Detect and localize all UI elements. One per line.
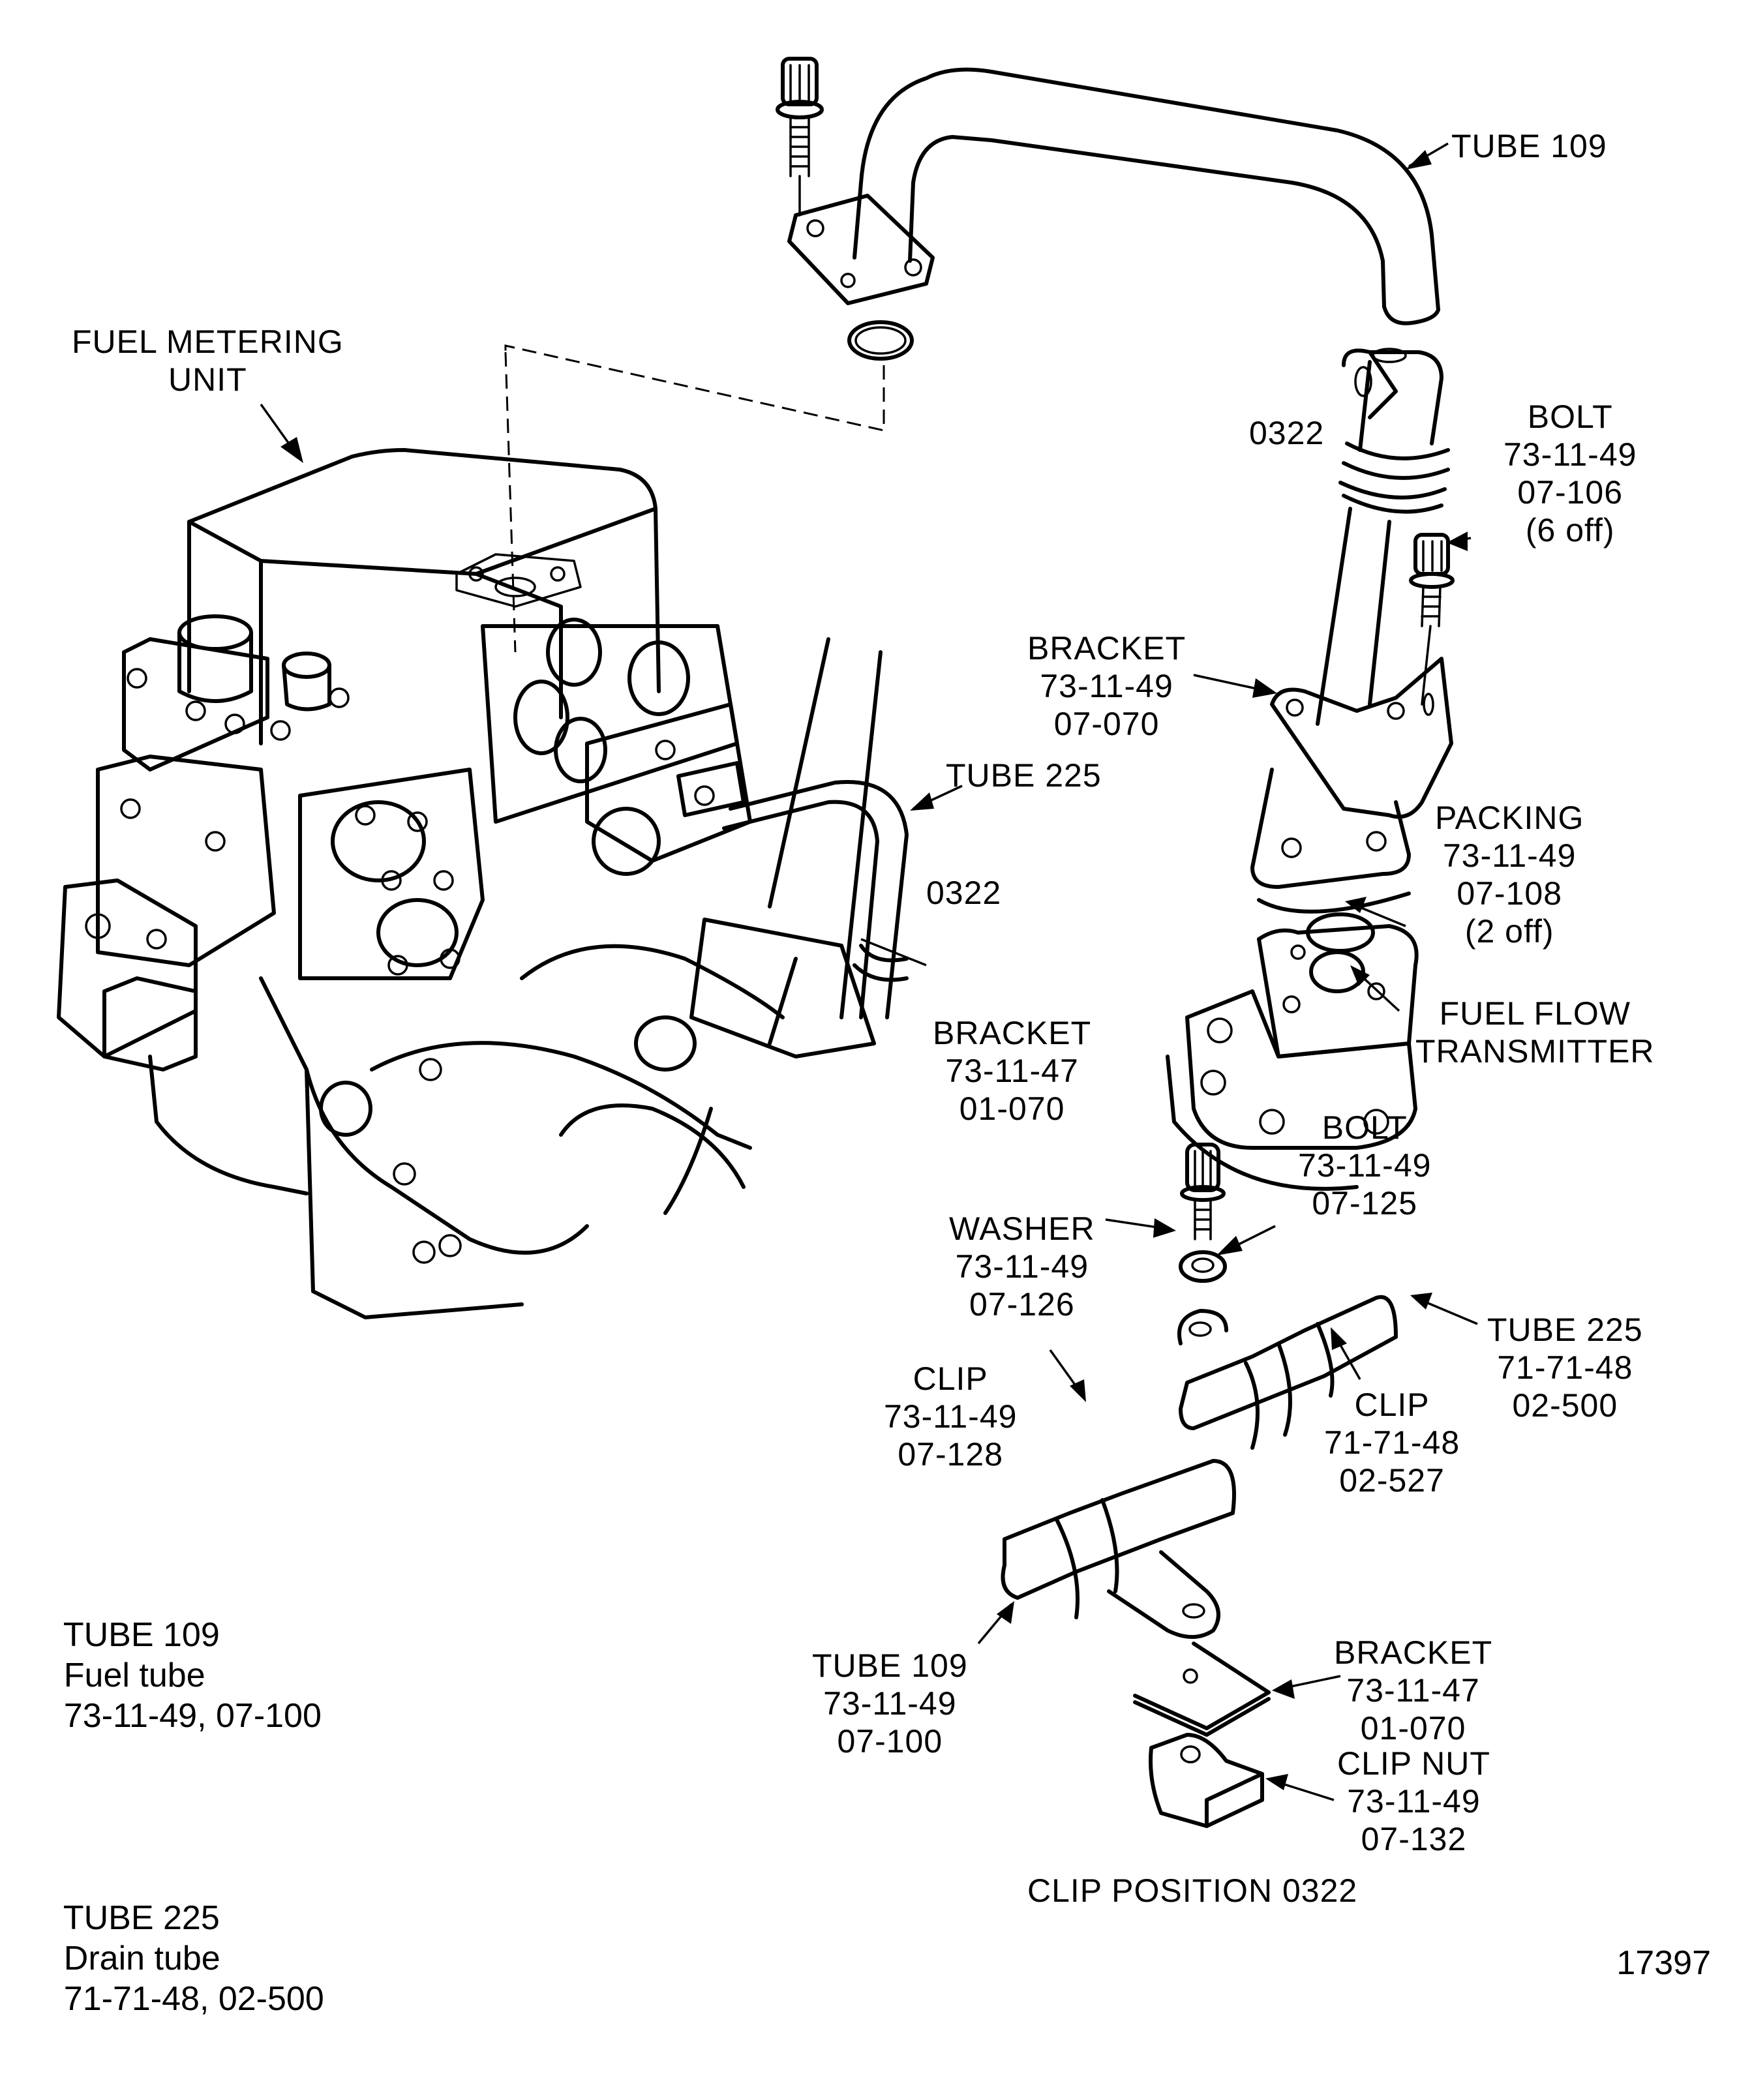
clip-128-icon <box>1001 1459 1236 1639</box>
bolt-icon <box>1180 1143 1226 1240</box>
label-line: TUBE 109 <box>1451 128 1607 164</box>
label-fuel-metering-unit: FUEL METERING UNIT <box>72 323 344 398</box>
label-line: BOLT <box>1527 398 1613 435</box>
legend-reference: 73-11-49, 07-100 <box>63 1697 322 1735</box>
label-line: 73-11-49 <box>1442 837 1577 874</box>
leader-lines <box>260 142 1478 1801</box>
label-bracket-01-070-main: BRACKET 73-11-47 01-070 <box>933 1014 1091 1128</box>
label-line: WASHER <box>949 1210 1095 1247</box>
label-line: 73-11-49 <box>1503 436 1637 473</box>
label-tube-225-detail: TUBE 225 71-71-48 02-500 <box>1487 1311 1643 1424</box>
label-bracket-07-070: BRACKET 73-11-49 07-070 <box>1027 629 1186 743</box>
label-line: 01-070 <box>959 1090 1065 1127</box>
label-line: PACKING <box>1435 800 1584 836</box>
label-line: CLIP <box>913 1360 988 1397</box>
legend-description: Drain tube <box>63 1940 220 1977</box>
label-tube-109-detail: TUBE 109 73-11-49 07-100 <box>812 1647 968 1760</box>
label-tube-225-main: TUBE 225 <box>946 757 1102 794</box>
label-line: 07-106 <box>1517 474 1624 511</box>
label-line: UNIT <box>168 361 247 398</box>
clip-position-title: CLIP POSITION 0322 <box>1027 1872 1357 1910</box>
fuel-metering-unit-drawing <box>57 448 883 1319</box>
label-line: 02-500 <box>1512 1387 1618 1424</box>
label-line: CLIP NUT <box>1337 1745 1490 1782</box>
label-line: 0322 <box>926 875 1002 911</box>
bolt-icon <box>1409 533 1455 706</box>
clip-position-detail-drawing <box>1001 1143 1398 1828</box>
fuel-system-illustration <box>57 57 1478 1828</box>
label-line: 07-126 <box>969 1286 1075 1323</box>
label-line: (6 off) <box>1525 512 1615 548</box>
fuel-flow-transmitter-drawing <box>1166 348 1455 1191</box>
label-line: TUBE 225 <box>1487 1312 1643 1348</box>
legend-row: TUBE 225 Drain tube 71-71-48, 02-500 <box>26 1857 324 2060</box>
legend-description: Fuel tube <box>63 1657 205 1694</box>
tube-legend: TUBE 109 Fuel tube 73-11-49, 07-100 TUBE… <box>26 1493 324 2100</box>
label-line: BRACKET <box>1027 630 1186 667</box>
label-line: 73-11-47 <box>1346 1672 1480 1709</box>
label-packing-07-108: PACKING 73-11-49 07-108 (2 off) <box>1435 799 1584 950</box>
label-clip-position-lower: 0322 <box>926 874 1001 912</box>
label-line: 07-100 <box>837 1723 943 1760</box>
label-line: TUBE 225 <box>946 757 1102 794</box>
label-line: 73-11-49 <box>884 1398 1018 1435</box>
label-line: TUBE 109 <box>812 1647 968 1684</box>
label-line: 73-11-47 <box>945 1053 1079 1089</box>
label-line: 73-11-49 <box>1347 1783 1481 1820</box>
label-tube-109-top: TUBE 109 <box>1451 127 1607 165</box>
tube-109-upper-assembly <box>504 57 1440 653</box>
washer-icon <box>1179 1250 1227 1283</box>
label-line: BRACKET <box>933 1015 1092 1051</box>
label-line: 07-132 <box>1361 1821 1467 1857</box>
label-line: (2 off) <box>1464 913 1554 950</box>
label-line: 07-128 <box>898 1436 1004 1473</box>
bracket-plate-icon <box>1133 1642 1271 1737</box>
figure-number: 17397 <box>1616 1944 1711 1982</box>
label-line: TRANSMITTER <box>1415 1033 1655 1070</box>
label-bolt-07-106: BOLT 73-11-49 07-106 (6 off) <box>1503 398 1637 549</box>
label-bracket-01-070-detail: BRACKET 73-11-47 01-070 <box>1334 1634 1492 1747</box>
label-line: 71-71-48 <box>1324 1424 1460 1461</box>
legend-tube: TUBE 225 <box>63 1899 220 1937</box>
label-clip-nut-07-132: CLIP NUT 73-11-49 07-132 <box>1337 1745 1490 1858</box>
label-line: 73-11-49 <box>1298 1147 1432 1184</box>
label-line: FUEL FLOW <box>1439 995 1631 1032</box>
tube-225-main-drawing <box>689 780 909 1058</box>
bolt-icon <box>776 57 824 217</box>
label-bolt-07-125: BOLT 73-11-49 07-125 <box>1298 1109 1431 1222</box>
label-line: 0322 <box>1249 415 1325 451</box>
label-line: 07-125 <box>1312 1185 1418 1222</box>
label-clip-position-upper: 0322 <box>1249 414 1324 452</box>
label-line: CLIP <box>1354 1387 1430 1423</box>
legend-reference: 71-71-48, 02-500 <box>63 1980 324 2018</box>
label-line: BOLT <box>1322 1109 1408 1146</box>
legend-tube: TUBE 109 <box>63 1616 220 1654</box>
label-line: BRACKET <box>1334 1634 1493 1671</box>
label-line: 02-527 <box>1339 1462 1445 1499</box>
label-line: CLIP POSITION 0322 <box>1027 1872 1358 1909</box>
label-clip-07-128: CLIP 73-11-49 07-128 <box>884 1360 1017 1473</box>
clip-nut-icon <box>1149 1733 1264 1828</box>
label-line: 71-71-48 <box>1497 1349 1633 1386</box>
label-washer-07-126: WASHER 73-11-49 07-126 <box>949 1210 1095 1323</box>
label-fuel-flow-transmitter: FUEL FLOW TRANSMITTER <box>1415 995 1655 1070</box>
clip-527-icon <box>1177 1295 1398 1450</box>
label-line: 07-070 <box>1053 706 1160 742</box>
label-line: 73-11-49 <box>1040 668 1173 704</box>
label-line: FUEL METERING <box>72 323 344 360</box>
label-line: 73-11-49 <box>823 1685 957 1722</box>
label-line: 73-11-49 <box>955 1248 1089 1285</box>
legend-row: TUBE 109 Fuel tube 73-11-49, 07-100 <box>26 1574 324 1777</box>
label-line: 01-070 <box>1360 1710 1466 1747</box>
label-line: 07-108 <box>1457 875 1563 912</box>
label-clip-02-527: CLIP 71-71-48 02-527 <box>1324 1386 1460 1499</box>
